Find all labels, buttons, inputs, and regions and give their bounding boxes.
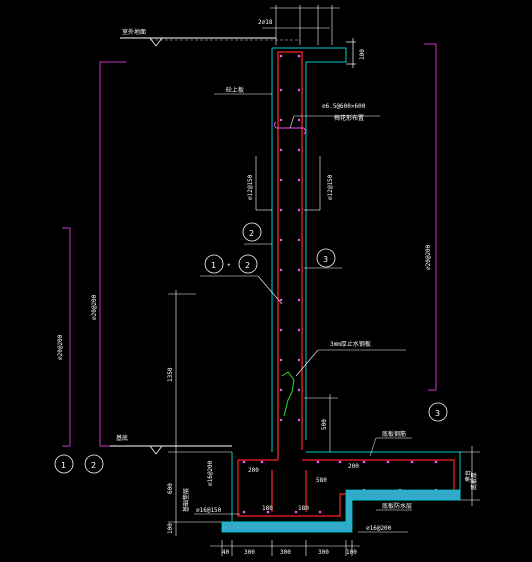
slab-note-label: 底板防水层 bbox=[382, 502, 412, 510]
long-dim-left-1 bbox=[62, 227, 71, 447]
cap-thickness-label: 100 bbox=[359, 49, 366, 60]
dim-200-b-label: 200 bbox=[248, 467, 259, 474]
b40-label: 40 bbox=[222, 549, 230, 556]
wall-red bbox=[277, 51, 303, 460]
long-left-1-label: ⌀20@200 bbox=[57, 334, 64, 360]
svg-text:3: 3 bbox=[435, 409, 440, 418]
rebar-dots-wall bbox=[279, 54, 301, 422]
dim-1350 bbox=[168, 290, 232, 536]
long-right-label: ⌀20@200 bbox=[425, 244, 432, 270]
dim-580-label: 580 bbox=[316, 477, 327, 484]
long-dim-right bbox=[424, 43, 437, 391]
dim-1350-label: 1350 bbox=[167, 367, 174, 382]
waterstop bbox=[281, 349, 406, 417]
svg-text:2: 2 bbox=[91, 461, 96, 470]
slab-pad bbox=[345, 489, 461, 523]
marker-1: 1 bbox=[54, 454, 74, 474]
right-dims bbox=[460, 446, 480, 506]
tie-spec-label: ⌀6.5@600×600 bbox=[322, 103, 366, 110]
base-rebar-a-label: ⌀16@200 bbox=[207, 460, 214, 486]
ground-line-bottom: 基底 bbox=[110, 434, 232, 455]
marker-3: 3 bbox=[428, 402, 448, 422]
marker-3-wall: 3 bbox=[304, 248, 342, 269]
svg-text:2: 2 bbox=[245, 261, 250, 270]
footing-red bbox=[237, 459, 455, 517]
long-dim-left-2 bbox=[99, 61, 126, 447]
bottom-ground-label: 基底 bbox=[116, 434, 128, 442]
tie-bar bbox=[274, 121, 306, 135]
base-pad bbox=[221, 521, 353, 533]
b100-label: 100 bbox=[346, 549, 357, 556]
svg-text:3: 3 bbox=[323, 255, 328, 264]
top-dims bbox=[262, 5, 340, 45]
base-rebar-c-label: ⌀16@200 bbox=[366, 525, 392, 532]
long-left-2-label: ⌀20@200 bbox=[91, 294, 98, 320]
right-rebar-leader bbox=[304, 156, 321, 211]
dim-600-label: 600 bbox=[167, 483, 174, 494]
ground-line-top: 室外地面 bbox=[120, 28, 300, 47]
left-rebar-leader bbox=[255, 156, 272, 211]
right-dim-label: 底板厚 bbox=[470, 472, 478, 490]
marker-1-2: 1 + 2 bbox=[200, 254, 283, 305]
dim-100-label: 100 bbox=[167, 523, 174, 534]
marker-2-wall: 2 bbox=[242, 222, 272, 245]
b300-1-label: 300 bbox=[244, 549, 255, 556]
bottom-dims bbox=[210, 540, 360, 556]
base-rebar-b-label: ⌀16@150 bbox=[196, 507, 222, 514]
dim-180-a-label: 180 bbox=[262, 505, 273, 512]
svg-text:2: 2 bbox=[249, 229, 254, 238]
side-note-label: 承台 bbox=[464, 470, 472, 482]
right-mid-rebar-label: ⌀12@150 bbox=[327, 174, 334, 200]
dim-200-a-label: 200 bbox=[348, 463, 359, 470]
slab-label: 底板钢筋 bbox=[382, 430, 406, 438]
svg-text:1: 1 bbox=[61, 461, 66, 470]
top-right-bracket bbox=[346, 38, 356, 68]
wall-top-cap bbox=[271, 47, 347, 452]
tie-note-label: 梅花形布置 bbox=[334, 114, 364, 122]
top-ground-label: 室外地面 bbox=[122, 28, 146, 36]
b300-3-label: 300 bbox=[318, 549, 329, 556]
svg-text:+: + bbox=[227, 262, 231, 269]
svg-text:1: 1 bbox=[211, 261, 216, 270]
dim-180-b-label: 180 bbox=[298, 505, 309, 512]
rebar-top-label: 2⌀18 bbox=[258, 19, 273, 26]
left-mid-rebar-label: ⌀12@150 bbox=[247, 174, 254, 200]
waterstop-label: 3mm厚止水钢板 bbox=[330, 340, 371, 348]
marker-2: 2 bbox=[84, 454, 104, 474]
b300-2-label: 300 bbox=[280, 549, 291, 556]
dim-500-label: 500 bbox=[321, 419, 328, 430]
dim-500 bbox=[304, 394, 338, 452]
left-bottom-dim-label: 基础垫层 bbox=[182, 488, 190, 512]
concrete-label: 砼上板 bbox=[226, 86, 244, 94]
